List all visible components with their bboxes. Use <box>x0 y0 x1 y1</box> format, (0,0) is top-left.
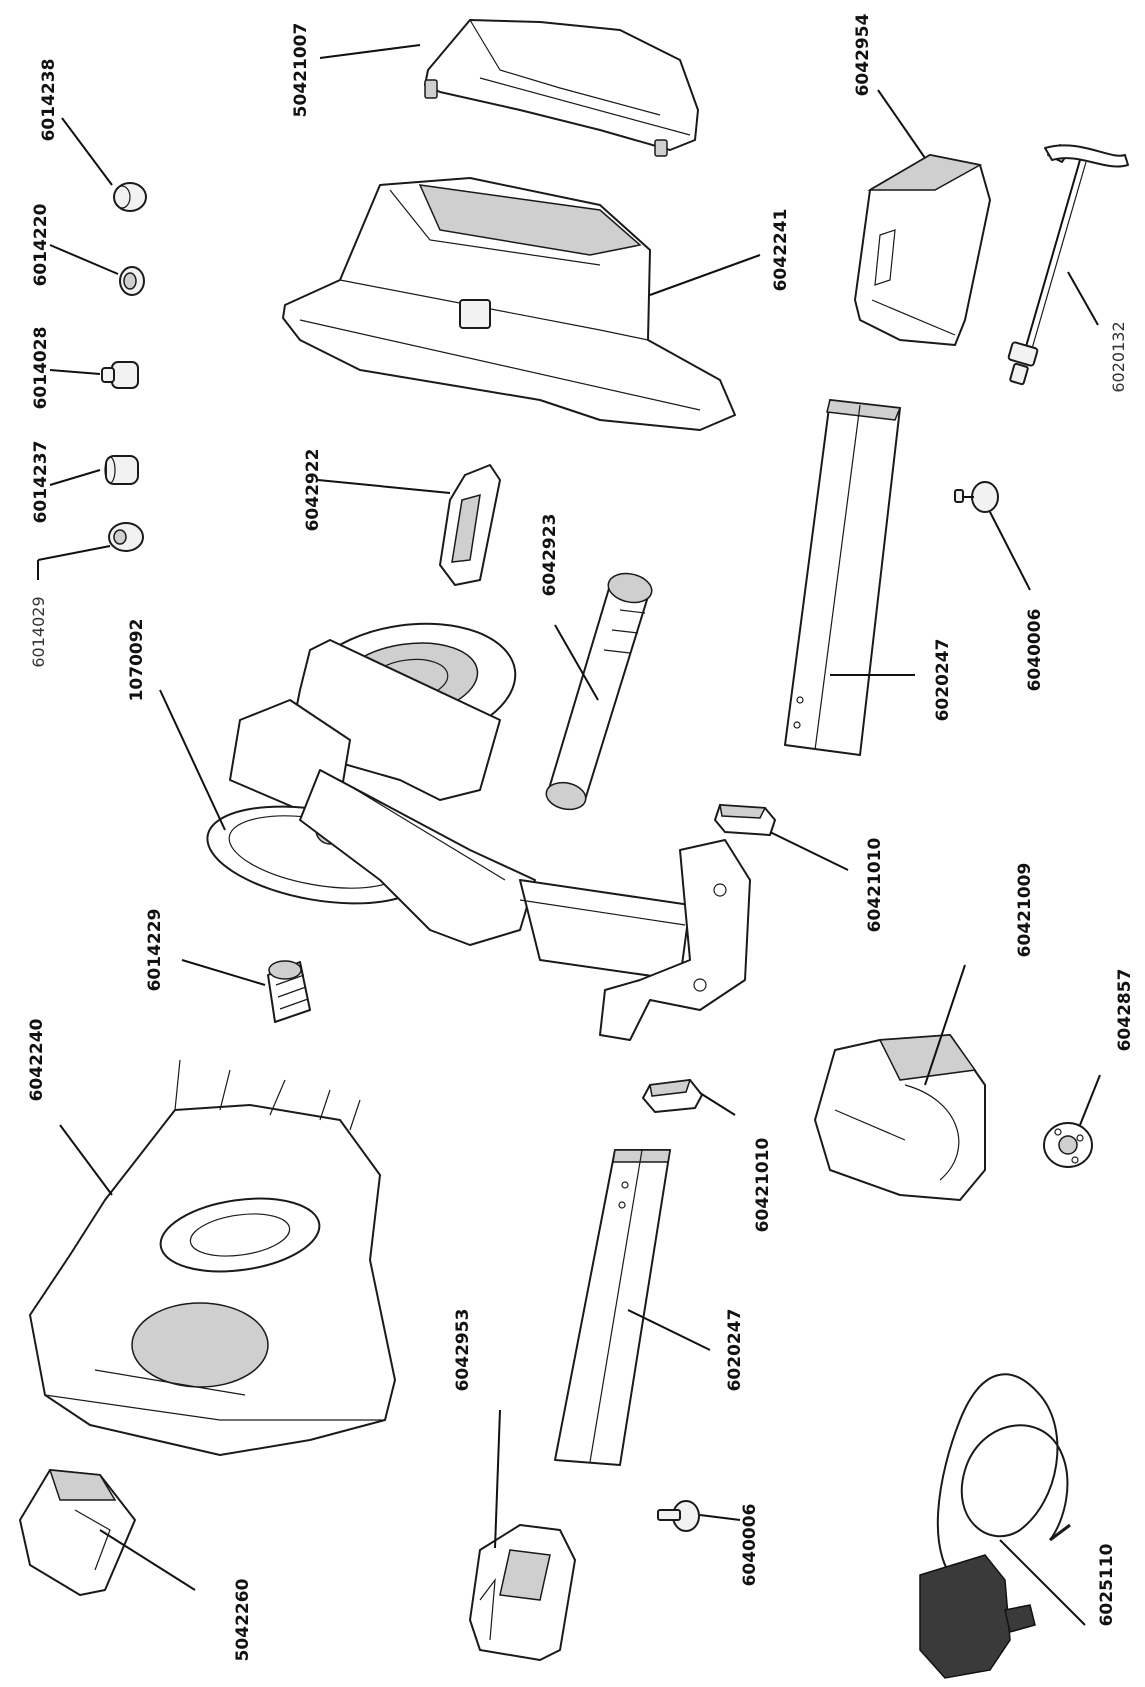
leader-lines <box>37 44 1101 1626</box>
label-6042922: 6042922 <box>303 449 323 532</box>
label-6014238: 6014238 <box>39 59 59 142</box>
cover-6042954 <box>854 154 991 346</box>
tube-6020247-top <box>784 399 902 756</box>
label-6020247-top: 6020247 <box>933 639 953 722</box>
end-cap-60421010-top <box>714 804 776 836</box>
tube-6020247-bottom <box>554 1149 671 1466</box>
label-60421010-top: 60421010 <box>865 838 885 933</box>
end-cap-60421010-bottom <box>642 1079 703 1113</box>
label-50421007: 50421007 <box>291 23 311 118</box>
handle-60421009 <box>814 1034 986 1201</box>
top-housing-6042241 <box>282 177 736 431</box>
label-60421010-bottom: 60421010 <box>753 1138 773 1233</box>
roller-6042923 <box>545 572 653 811</box>
label-6020132: 6020132 <box>1109 321 1128 392</box>
bracket-5042260 <box>19 1469 136 1596</box>
label-1070092: 1070092 <box>127 619 147 702</box>
power-adapter-6025110 <box>919 1373 1071 1679</box>
label-6014229: 6014229 <box>145 909 165 992</box>
collet-6014229 <box>267 960 311 1023</box>
label-6014220: 6014220 <box>31 203 51 286</box>
label-6042953: 6042953 <box>453 1309 473 1392</box>
label-6042241: 6042241 <box>771 209 791 292</box>
label-6014237: 6014237 <box>31 441 51 524</box>
bushing-6014238 <box>113 182 147 212</box>
bushing-6014237 <box>104 455 139 485</box>
label-6042857: 6042857 <box>1115 969 1135 1052</box>
knob-6040006-top <box>954 481 999 513</box>
label-6020247-bottom: 6020247 <box>725 1309 745 1392</box>
bushing-6014028 <box>101 361 139 389</box>
nut-6014029 <box>108 522 144 552</box>
lid-50421007 <box>424 19 699 157</box>
label-6042923: 6042923 <box>540 514 560 597</box>
knob-6042857 <box>1043 1122 1093 1168</box>
label-6040006-top: 6040006 <box>1025 609 1045 692</box>
clip-6042922 <box>439 464 501 586</box>
knob-6040006-bottom <box>657 1500 700 1532</box>
base-housing-6042240 <box>29 1059 396 1456</box>
label-60421009: 60421009 <box>1015 863 1035 958</box>
label-6040006-bottom: 6040006 <box>740 1504 760 1587</box>
label-6014029: 6014029 <box>29 596 48 667</box>
label-6042240: 6042240 <box>27 1018 47 1101</box>
cover-6042953 <box>469 1524 576 1661</box>
label-6014028: 6014028 <box>31 327 51 410</box>
motor-assembly-1070092 <box>206 622 751 1041</box>
label-6025110: 6025110 <box>1097 1543 1117 1626</box>
ring-6014220 <box>119 266 145 296</box>
label-6042954: 6042954 <box>853 13 873 96</box>
rod-6020132 <box>1007 144 1129 386</box>
label-5042260: 5042260 <box>233 1578 253 1661</box>
